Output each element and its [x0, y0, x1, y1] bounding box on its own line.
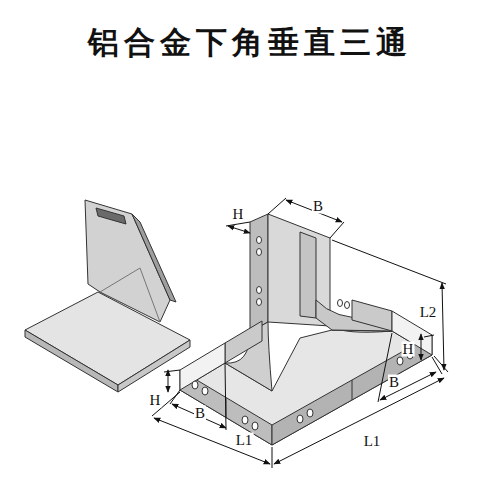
mounting-holes	[192, 237, 413, 431]
dimension-label: H	[402, 342, 415, 357]
dimension-label: L2	[419, 305, 438, 320]
tee-tray	[180, 214, 432, 445]
dimension-label: B	[388, 375, 400, 390]
dimension-label: H	[149, 393, 162, 408]
tee-cover	[25, 200, 190, 392]
dimension-lines	[152, 198, 448, 468]
dimension-label: L1	[235, 433, 254, 448]
dimension-label: H	[232, 207, 245, 222]
dimension-label: B	[312, 199, 324, 214]
page-title: 铝合金下角垂直三通	[0, 22, 500, 64]
dimension-label: L1	[363, 434, 382, 449]
dimension-label: B	[194, 406, 206, 421]
